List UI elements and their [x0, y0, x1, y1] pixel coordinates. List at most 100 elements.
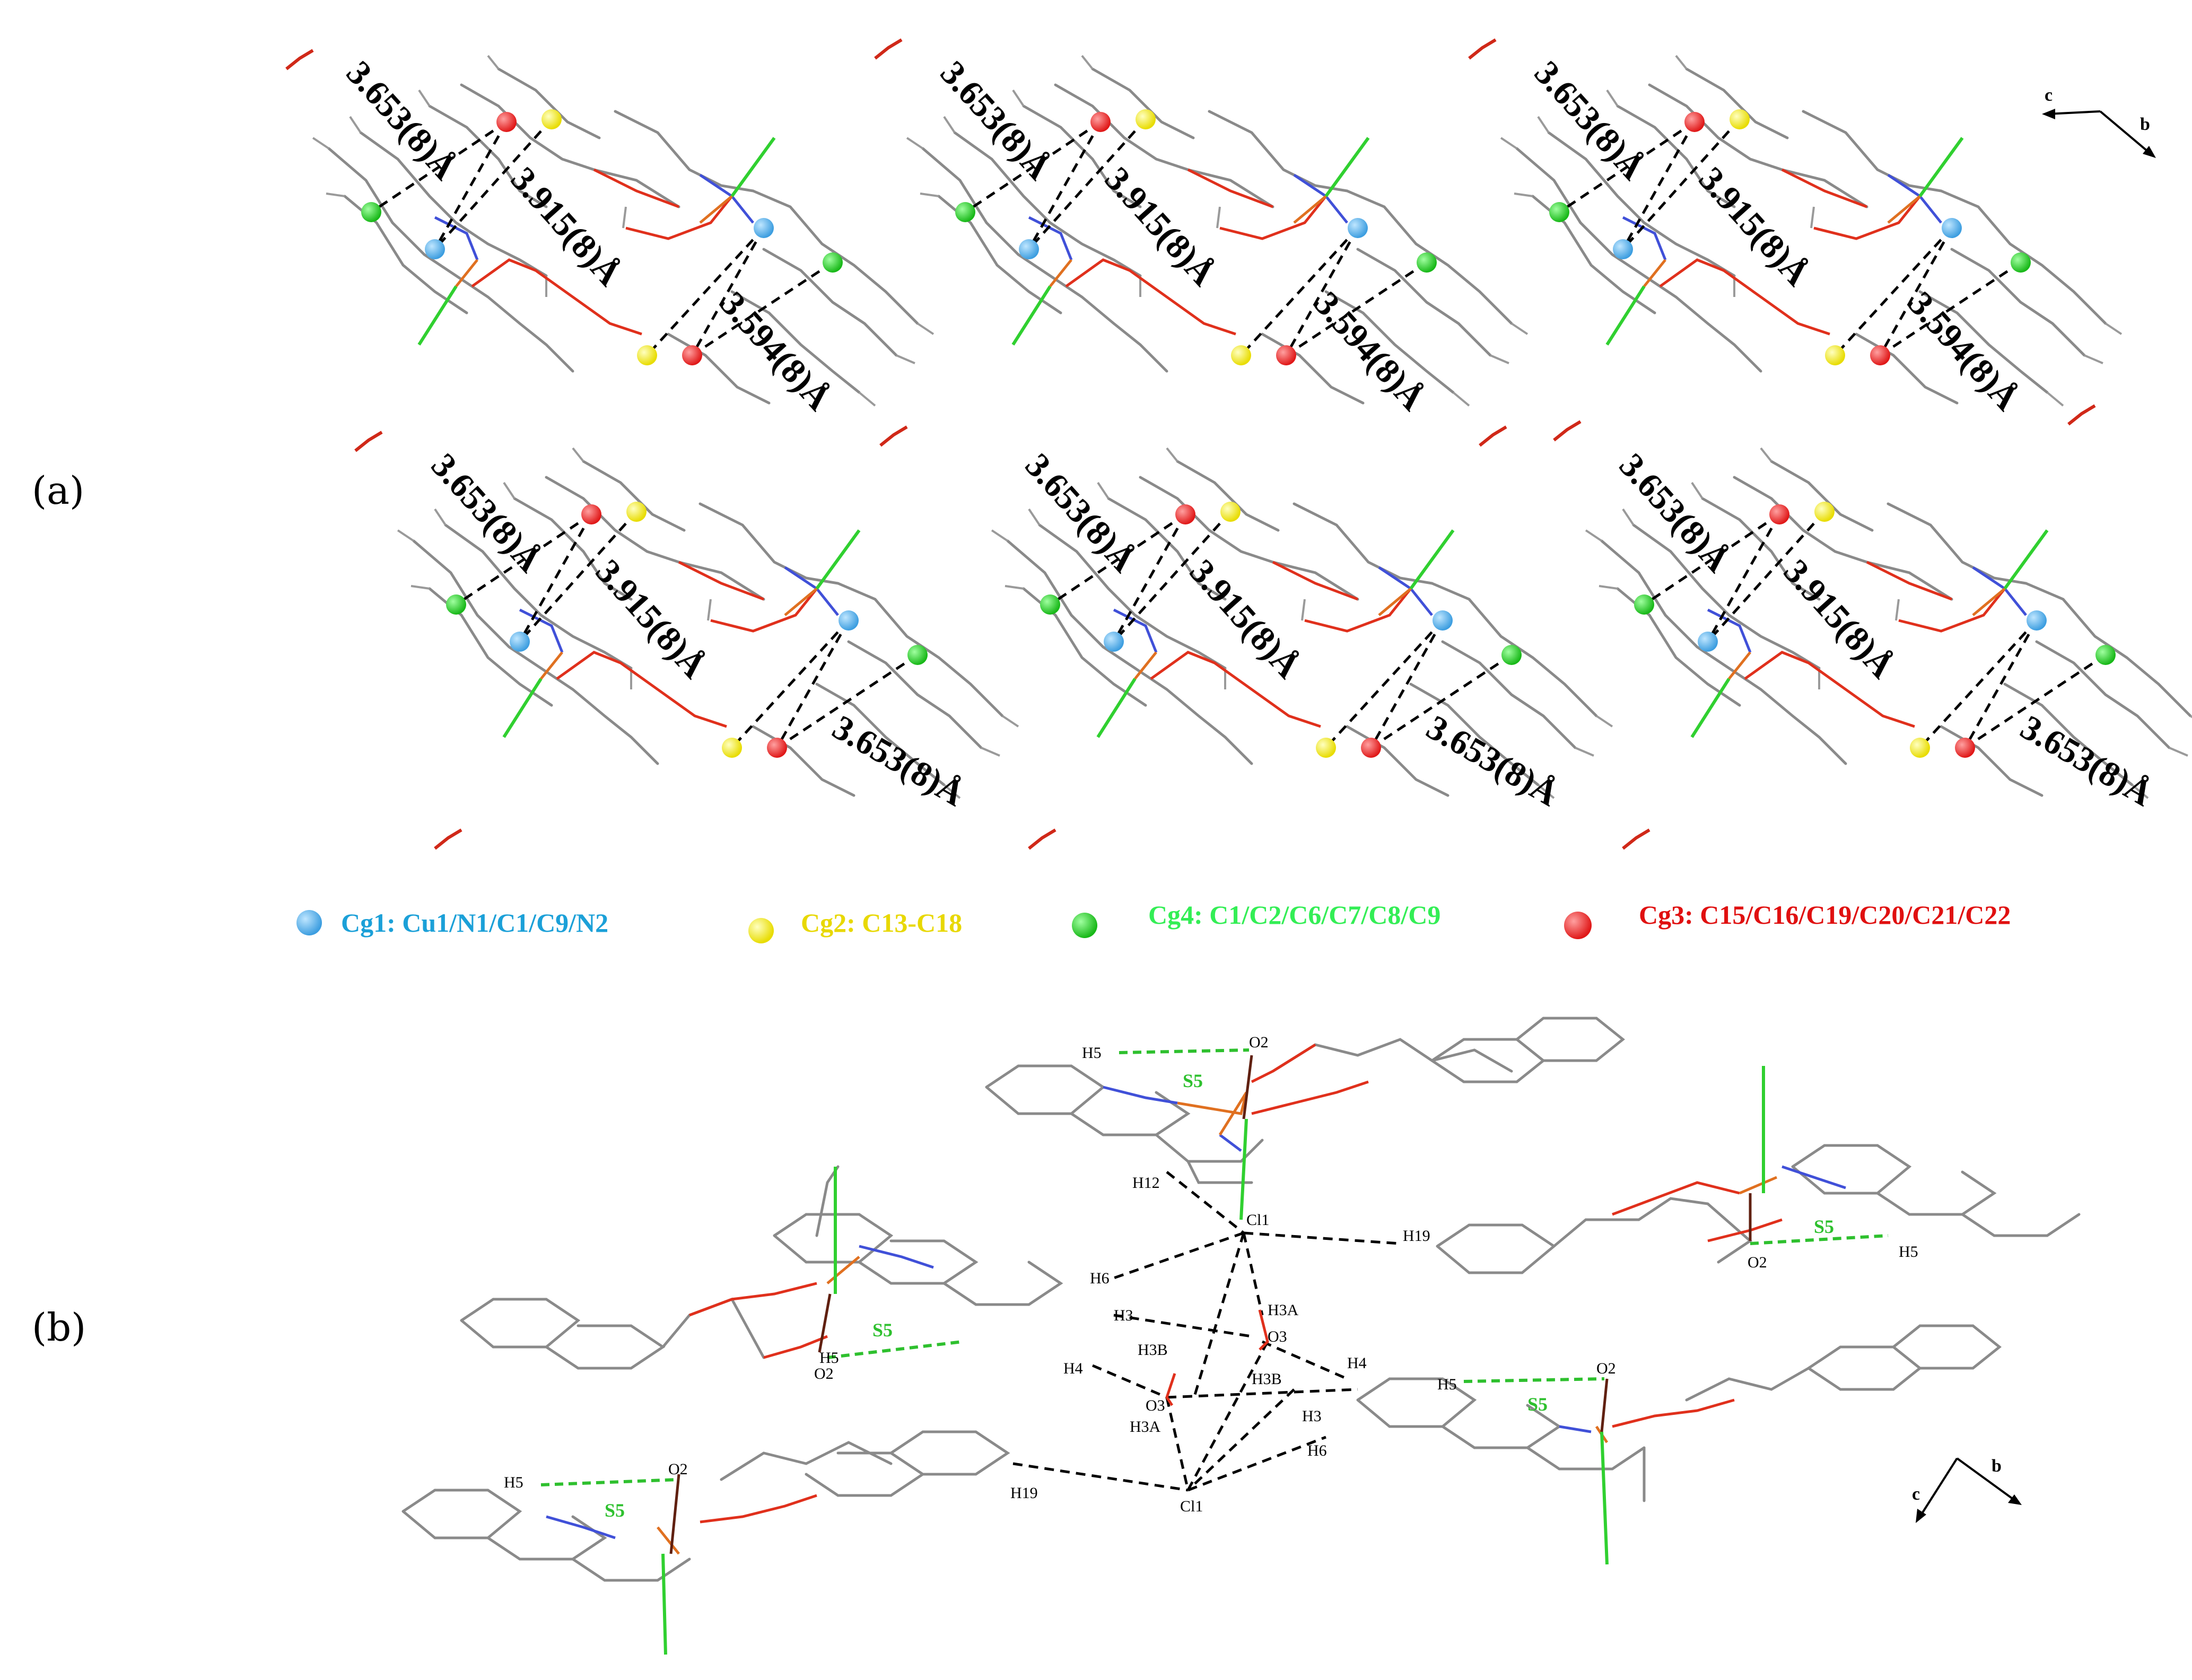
cg4-centroid — [446, 594, 466, 615]
cg4-centroid — [1634, 594, 1654, 615]
cg3-centroid — [1870, 345, 1890, 365]
contacts-unit-6: 3.653(8)Å 3.915(8)Å 3.653(8)Å — [1612, 446, 2159, 814]
cg4-centroid — [2011, 252, 2031, 273]
contacts-unit-3: 3.653(8)Å 3.915(8)Å 3.594(8)Å — [1527, 54, 2031, 418]
cg2-centroid — [1825, 345, 1845, 365]
atom-label-h5: H5 — [1899, 1243, 1918, 1261]
atom-label-h19: H19 — [1010, 1484, 1038, 1502]
distance-label: 3.653(8)Å — [826, 708, 971, 814]
atom-label-h5: H5 — [819, 1349, 839, 1367]
atom-label-h5: H5 — [1082, 1044, 1102, 1062]
axis-b-label: b — [1992, 1456, 2002, 1476]
atom-label-h19: H19 — [1403, 1227, 1430, 1245]
distance-label: 3.915(8)Å — [503, 160, 629, 293]
cg4-centroid — [2095, 645, 2116, 665]
atom-label-h3a: H3A — [1130, 1418, 1161, 1436]
cg1-centroid — [510, 632, 530, 652]
atom-labels: H5 O2 S5 H12 Cl1 H19 H5 O2 S5 H6 H3 H3A … — [504, 1034, 1918, 1521]
cg2-legend-swatch — [748, 918, 774, 943]
cg1-centroid — [1433, 610, 1453, 631]
cg1-centroid — [754, 218, 774, 238]
cg3-centroid — [682, 345, 702, 365]
panel-b-label: (b) — [32, 1305, 86, 1350]
cg1-legend-swatch — [296, 910, 322, 935]
cg4-centroid — [1549, 202, 1569, 222]
atom-label-h3b: H3B — [1138, 1341, 1168, 1359]
atom-label-o2: O2 — [814, 1365, 834, 1382]
axis-c-label: c — [2045, 85, 2053, 105]
s5-label: S5 — [605, 1500, 625, 1521]
distance-label: 3.915(8)Å — [1776, 552, 1902, 686]
panel-a-label: (a) — [32, 468, 84, 513]
cg3-centroid — [1090, 112, 1111, 132]
cg2-centroid — [1910, 738, 1930, 758]
cg1-centroid — [1613, 239, 1633, 259]
atom-label-cl1: Cl1 — [1180, 1498, 1203, 1515]
molecule-b-top — [985, 1017, 1626, 1220]
atom-label-h3b: H3B — [1252, 1370, 1282, 1388]
cg4-centroid — [1501, 645, 1522, 665]
cg4-legend-text: Cg4: C1/C2/C6/C7/C8/C9 — [1148, 900, 1440, 930]
cg3-centroid — [1769, 504, 1789, 524]
cg3-legend-text: Cg3: C15/C16/C19/C20/C21/C22 — [1639, 900, 2011, 930]
cg3-centroid — [1276, 345, 1296, 365]
cg1-centroid — [839, 610, 859, 631]
cg4-centroid — [1040, 594, 1060, 615]
atom-label-h3: H3 — [1114, 1307, 1133, 1324]
cg4-centroid — [361, 202, 381, 222]
atom-label-o2: O2 — [668, 1460, 688, 1478]
cg1-centroid — [1348, 218, 1368, 238]
cg1-centroid — [1104, 632, 1124, 652]
atom-label-o2: O2 — [1249, 1034, 1269, 1051]
atom-label-o2: O2 — [1748, 1254, 1767, 1271]
atom-label-h3: H3 — [1302, 1407, 1322, 1425]
cg2-centroid — [1316, 738, 1336, 758]
atom-label-h6: H6 — [1090, 1270, 1110, 1287]
distance-label: 3.653(8)Å — [1612, 446, 1737, 580]
hbond-network — [1012, 1171, 1401, 1492]
distance-label: 3.653(8)Å — [1018, 446, 1143, 580]
distance-label: 3.653(8)Å — [339, 54, 465, 187]
molecule-b-right — [1436, 1066, 2081, 1274]
atom-label-h3a: H3A — [1268, 1301, 1299, 1319]
contacts-unit-2: 3.653(8)Å 3.915(8)Å 3.594(8)Å — [933, 54, 1437, 418]
distance-label: 3.653(8)Å — [424, 446, 549, 580]
atom-label-cl1: Cl1 — [1246, 1211, 1269, 1229]
atom-label-h4: H4 — [1347, 1354, 1367, 1372]
axis-indicator-a: c b — [2042, 85, 2156, 158]
panel-a: 3.653(8)Å 3.915(8)Å 3.594(8)Å 3.653(8)Å … — [285, 38, 2192, 850]
distance-label: 3.915(8)Å — [588, 552, 714, 686]
atom-label-o3: O3 — [1146, 1397, 1165, 1414]
contacts-unit-5: 3.653(8)Å 3.915(8)Å 3.653(8)Å — [1018, 446, 1565, 814]
distance-label: 3.915(8)Å — [1691, 160, 1817, 293]
distance-label: 3.653(8)Å — [933, 54, 1059, 187]
cg3-centroid — [496, 112, 517, 132]
cg3-centroid — [767, 738, 787, 758]
atom-label-o2: O2 — [1596, 1360, 1616, 1377]
atom-label-h12: H12 — [1132, 1174, 1160, 1192]
cg1-centroid — [425, 239, 445, 259]
cg1-centroid — [2027, 610, 2047, 631]
s5-label: S5 — [1183, 1070, 1203, 1091]
cg1-centroid — [1942, 218, 1962, 238]
distance-label: 3.653(8)Å — [1420, 708, 1565, 814]
distance-label: 3.594(8)Å — [1901, 284, 2027, 418]
cg2-centroid — [1231, 345, 1251, 365]
cg1-centroid — [1019, 239, 1039, 259]
cg4-centroid — [823, 252, 843, 273]
contacts-unit-1: 3.653(8)Å 3.915(8)Å 3.594(8)Å — [339, 54, 843, 418]
cg2-centroid — [722, 738, 742, 758]
cg2-centroid — [626, 502, 647, 522]
atom-label-o3: O3 — [1268, 1328, 1287, 1345]
distance-label: 3.915(8)Å — [1182, 552, 1308, 686]
cg3-centroid — [581, 504, 601, 524]
cg2-centroid — [542, 109, 562, 129]
cg4-legend-swatch — [1072, 913, 1097, 938]
cg3-centroid — [1684, 112, 1705, 132]
cg2-centroid — [637, 345, 657, 365]
axis-indicator-b: c b — [1912, 1456, 2022, 1523]
distance-label: 3.915(8)Å — [1097, 160, 1223, 293]
axis-c-label: c — [1912, 1484, 1920, 1504]
cg2-centroid — [1220, 502, 1241, 522]
